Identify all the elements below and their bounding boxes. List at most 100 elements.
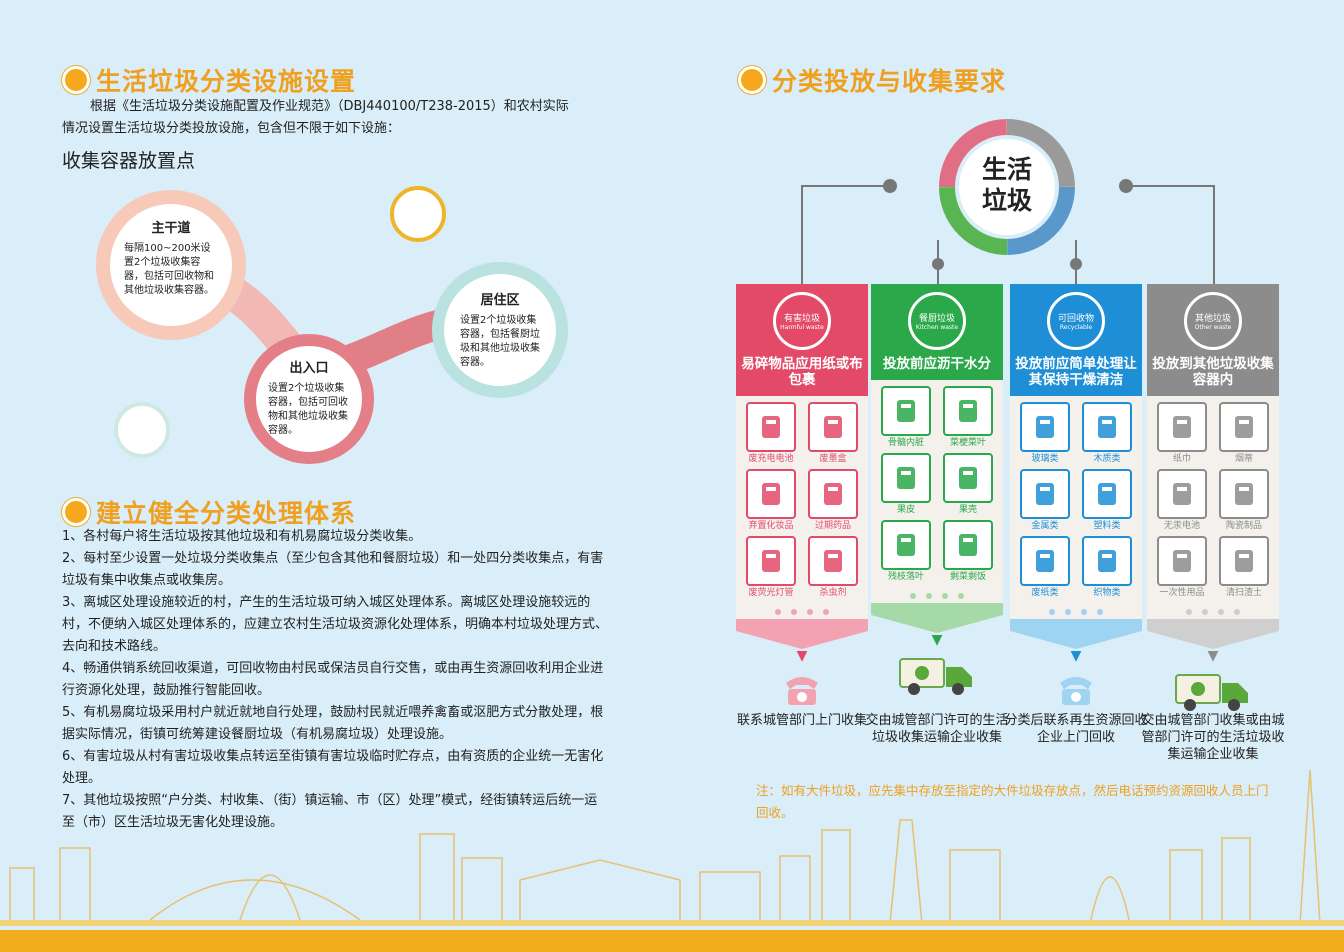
arrow-down-icon: ▼	[1070, 648, 1082, 664]
waste-item: 玻璃类	[1018, 402, 1072, 465]
waste-item-label: 废荧光灯管	[748, 588, 794, 598]
waste-item-icon	[1219, 402, 1269, 452]
waste-item-label: 弃置化妆品	[748, 521, 794, 531]
waste-item-icon	[1020, 536, 1070, 586]
circle-residential: 居住区 设置2个垃圾收集容器，包括餐厨垃圾和其他垃圾收集容器。	[432, 262, 568, 398]
chevron-down-shape	[871, 603, 1003, 633]
category-instruction: 投放前应简单处理让其保持干燥清洁	[1015, 356, 1137, 388]
list-item: 1、各村每户将生活垃圾按其他垃圾和有机易腐垃圾分类收集。	[62, 529, 422, 544]
arrow-down-icon: ▼	[796, 648, 808, 664]
hub-label: 生活 垃圾	[964, 154, 1050, 216]
chevron-down-shape	[1147, 619, 1279, 649]
waste-item: 残枝落叶	[879, 520, 933, 583]
list-item: 4、畅通供销系统回收渠道，可回收物由村民或保洁员自行交售，或由再生资源回收利用企…	[62, 661, 604, 698]
list-item: 7、其他垃圾按照“户分类、村收集、（街）镇运输、市（区）处理”模式，经街镇转运后…	[62, 793, 598, 830]
badge-label: 其他垃圾	[1194, 314, 1231, 324]
waste-item-label: 果皮	[896, 505, 915, 515]
waste-item: 塑料类	[1080, 469, 1134, 532]
truck-icon	[1147, 669, 1279, 713]
waste-item-label: 菜梗菜叶	[949, 438, 986, 448]
waste-item-label: 清扫渣土	[1225, 588, 1262, 598]
waste-item-icon	[881, 453, 931, 503]
badge-label-en: Kitchen waste	[915, 324, 959, 331]
circle-body: 设置2个垃圾收集容器，包括可回收物和其他垃圾收集容器。	[268, 383, 348, 436]
waste-item-label: 废纸类	[1031, 588, 1059, 598]
list-item: 3、离城区处理设施较近的村，产生的生活垃圾可纳入城区处理体系。离城区处理设施较远…	[62, 595, 609, 654]
hub-connector-lines	[801, 179, 1215, 285]
section-title-system: 建立健全分类处理体系	[62, 494, 356, 530]
category-instruction: 投放前应沥干水分	[883, 356, 991, 372]
waste-item-label: 果壳	[958, 505, 977, 515]
list-item: 5、有机易腐垃圾采用村户就近就地自行处理，鼓励村民就近喂养禽畜或沤肥方式分散处理…	[62, 705, 604, 742]
waste-item-label: 杀虫剂	[819, 588, 847, 598]
waste-item-label: 织物类	[1093, 588, 1121, 598]
bullet-dot-icon	[62, 498, 90, 526]
category-item-grid: 废充电电池废墨盒弃置化妆品 过期药品废荧光灯管 杀虫剂	[736, 396, 868, 605]
waste-item-label: 骨髓内脏	[887, 438, 924, 448]
waste-item: 杀虫剂	[806, 536, 860, 599]
waste-item-icon	[881, 520, 931, 570]
waste-item-icon	[1157, 469, 1207, 519]
waste-item: 烟蒂	[1217, 402, 1271, 465]
badge-label-en: Other waste	[1194, 324, 1232, 331]
waste-item-label: 残枝落叶	[887, 572, 924, 582]
waste-item: 陶瓷制品	[1217, 469, 1271, 532]
waste-item: 纸巾	[1155, 402, 1209, 465]
pagination-dots	[871, 589, 1003, 603]
pagination-dots	[1010, 605, 1142, 619]
phone-icon	[736, 669, 868, 709]
truck-icon	[871, 653, 1003, 697]
waste-item-label: 金属类	[1031, 521, 1059, 531]
city-skyline-decoration	[0, 769, 1344, 952]
pagination-dots	[1147, 605, 1279, 619]
waste-item-icon	[746, 402, 796, 452]
badge-label-en: Recyclable	[1059, 324, 1093, 331]
waste-item: 弃置化妆品	[744, 469, 798, 532]
waste-item: 剩菜剩饭	[941, 520, 995, 583]
arrow-down-icon: ▼	[931, 632, 943, 648]
waste-item-icon	[1082, 402, 1132, 452]
waste-item: 菜梗菜叶	[941, 386, 995, 449]
facilities-intro: 根据《生活垃圾分类设施配置及作业规范》（DBJ440100/T238-2015）…	[62, 96, 622, 140]
section-title-text: 分类投放与收集要求	[772, 67, 1007, 96]
waste-item-icon	[881, 386, 931, 436]
section-title-text: 生活垃圾分类设施设置	[96, 67, 357, 96]
waste-item: 木质类	[1080, 402, 1134, 465]
waste-item: 织物类	[1080, 536, 1134, 599]
list-item: 2、每村至少设置一处垃圾分类收集点（至少包含其他和餐厨垃圾）和一处四分类收集点，…	[62, 551, 604, 588]
waste-item: 一次性用品	[1155, 536, 1209, 599]
hub-label-line: 生活	[981, 155, 1032, 184]
bulky-waste-note: 注：如有大件垃圾，应先集中存放至指定的大件垃圾存放点，然后电话预约资源回收人员上…	[756, 783, 1269, 820]
category-item-grid: 纸巾烟蒂无汞电池陶瓷制品一次性用品 清扫渣土	[1147, 396, 1279, 605]
chevron-down-shape	[736, 619, 868, 649]
collection-method-label: 交由城管部门许可的生活垃圾收集运输企业收集	[865, 713, 1009, 745]
waste-item-icon	[1219, 469, 1269, 519]
waste-item: 废墨盒	[806, 402, 860, 465]
waste-item-label: 剩菜剩饭	[949, 572, 986, 582]
waste-item-label: 过期药品	[814, 521, 851, 531]
waste-item: 金属类	[1018, 469, 1072, 532]
hub-ring	[939, 119, 1075, 255]
waste-item-icon	[746, 536, 796, 586]
waste-item-label: 一次性用品	[1159, 588, 1205, 598]
waste-item: 无汞电池	[1155, 469, 1209, 532]
waste-item-icon	[1082, 469, 1132, 519]
collection-method-label: 联系城管部门上门收集	[736, 713, 867, 728]
waste-item-icon	[943, 453, 993, 503]
category-item-grid: 玻璃类木质类金属类 塑料类废纸类 织物类	[1010, 396, 1142, 605]
hub-label-line: 垃圾	[981, 186, 1032, 215]
pagination-dots	[736, 605, 868, 619]
waste-item: 废充电电池	[744, 402, 798, 465]
phone-icon	[1010, 669, 1142, 709]
circle-entrance: 出入口 设置2个垃圾收集容器，包括可回收物和其他垃圾收集容器。	[244, 334, 374, 464]
waste-item-icon	[1157, 402, 1207, 452]
badge-label-en: Harmful waste	[780, 324, 824, 331]
